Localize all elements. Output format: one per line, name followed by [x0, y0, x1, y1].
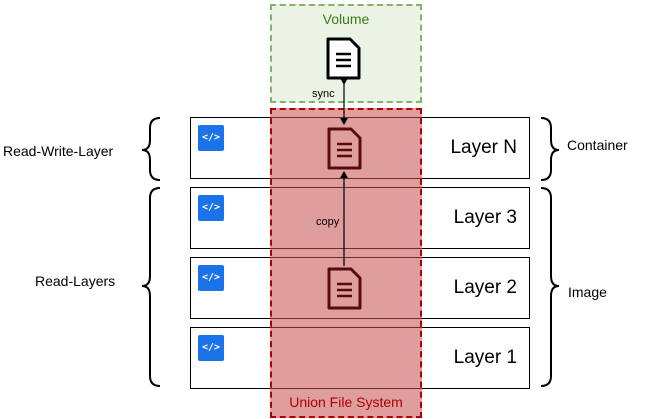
layer-label: Layer 1 [453, 347, 517, 368]
read-write-layer-label: Read-Write-Layer [3, 143, 114, 159]
sync-label: sync [312, 88, 335, 100]
right-brace-image [540, 187, 560, 387]
document-icon [327, 267, 362, 310]
read-layers-label: Read-Layers [35, 273, 116, 289]
left-brace-read-layers [141, 187, 161, 387]
document-icon [326, 37, 361, 80]
layer-label: Layer 3 [453, 207, 517, 228]
copy-label: copy [316, 216, 340, 228]
union-file-system-label: Union File System [289, 394, 403, 410]
left-brace-read-write [141, 117, 161, 181]
union-file-system-box: Union File System [270, 108, 422, 418]
code-icon: </> [198, 265, 224, 291]
layer-label: Layer N [450, 137, 517, 158]
document-icon [327, 127, 362, 170]
code-icon: </> [198, 335, 224, 361]
layer-label: Layer 2 [453, 277, 517, 298]
volume-label: Volume [322, 11, 370, 27]
right-brace-container [540, 117, 560, 181]
container-label: Container [567, 137, 628, 153]
code-icon: </> [198, 195, 224, 221]
image-label: Image [568, 284, 607, 300]
code-icon: </> [198, 125, 224, 151]
